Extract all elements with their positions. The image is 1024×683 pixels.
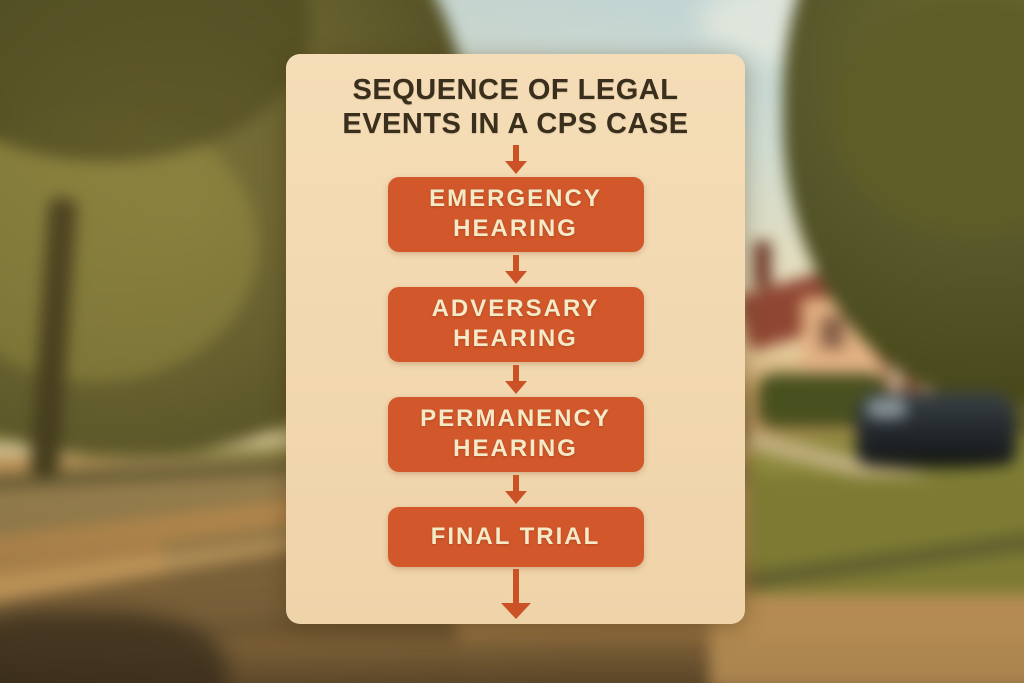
title-line-1: SEQUENCE OF LEGAL	[352, 74, 679, 106]
step-label: ADVERSARY HEARING	[431, 294, 600, 353]
infographic-panel: SEQUENCE OF LEGAL EVENTS IN A CPS CASE E…	[286, 54, 745, 624]
arrow-head	[504, 160, 527, 174]
down-arrow-icon	[504, 144, 527, 174]
arrow-stem	[512, 364, 519, 381]
arrow-head	[504, 380, 527, 394]
house-chimney	[753, 241, 772, 288]
car-ground-shadow	[860, 453, 1010, 470]
step-box-adversary-hearing: ADVERSARY HEARING	[387, 286, 644, 362]
arrow-head	[504, 270, 527, 284]
step-box-permanency-hearing: PERMANENCY HEARING	[387, 396, 644, 472]
right-road-light	[709, 594, 1024, 683]
house-window	[820, 316, 844, 349]
down-arrow-icon	[500, 568, 531, 619]
car-windshield-glint	[866, 398, 907, 419]
step-label: FINAL TRIAL	[430, 522, 601, 550]
step-box-final-trial: FINAL TRIAL	[387, 506, 644, 567]
step-box-emergency-hearing: EMERGENCY HEARING	[387, 176, 644, 252]
arrow-head	[504, 490, 527, 504]
infographic-title: SEQUENCE OF LEGAL EVENTS IN A CPS CASE	[286, 74, 745, 142]
flow: EMERGENCY HEARING ADVERSARY HEARING PERMAN…	[286, 142, 745, 619]
arrow-head	[500, 602, 531, 619]
title-line-2: EVENTS IN A CPS CASE	[342, 107, 689, 140]
down-arrow-icon	[504, 474, 527, 504]
arrow-stem	[512, 474, 519, 491]
arrow-stem	[512, 568, 519, 603]
down-arrow-icon	[504, 364, 527, 394]
step-label: EMERGENCY HEARING	[429, 184, 602, 243]
step-label: PERMANENCY HEARING	[420, 404, 611, 463]
porch-post	[892, 356, 900, 406]
arrow-stem	[512, 254, 519, 271]
arrow-stem	[512, 144, 519, 161]
down-arrow-icon	[504, 254, 527, 284]
